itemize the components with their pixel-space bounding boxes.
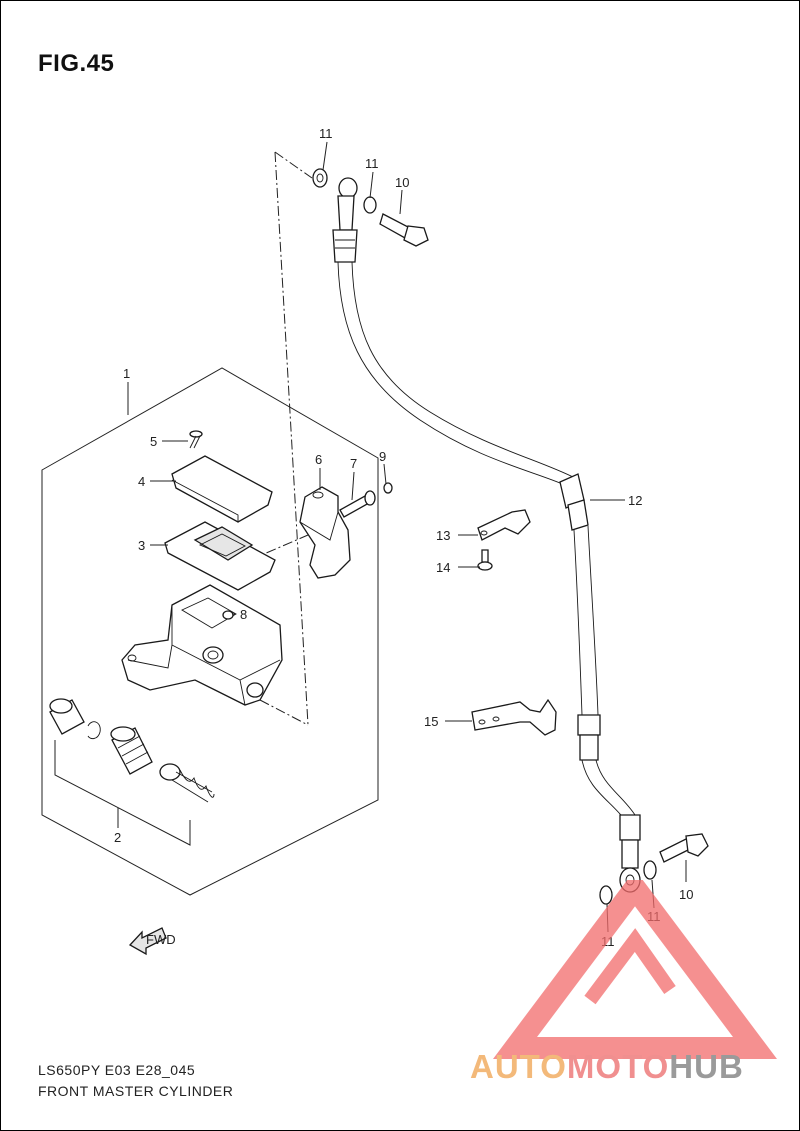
callout-9: 9 bbox=[379, 449, 386, 464]
part-nut-9 bbox=[383, 482, 393, 494]
part-brake-hose-12 bbox=[337, 261, 641, 893]
part-screw-8 bbox=[222, 610, 234, 620]
callout-8: 8 bbox=[240, 607, 247, 622]
guide-line-top bbox=[274, 151, 313, 179]
part-upper-banjo bbox=[312, 168, 429, 263]
callout-5: 5 bbox=[150, 434, 157, 449]
guide-line-vertical bbox=[274, 151, 309, 726]
figure-name: FRONT MASTER CYLINDER bbox=[38, 1083, 234, 1099]
part-master-cylinder-body bbox=[121, 584, 283, 706]
guide-line-base bbox=[259, 699, 309, 726]
callout-3: 3 bbox=[138, 538, 145, 553]
callout-15: 15 bbox=[424, 714, 438, 729]
callout-1: 1 bbox=[123, 366, 130, 381]
part-lower-banjo-bolt bbox=[599, 833, 709, 905]
figure-title: FIG.45 bbox=[38, 50, 115, 77]
bracket-part-2 bbox=[54, 740, 191, 846]
fwd-label: FWD bbox=[146, 932, 176, 947]
callout-13: 13 bbox=[436, 528, 450, 543]
part-piston-kit-2 bbox=[49, 698, 215, 803]
part-screw-5 bbox=[189, 430, 203, 449]
watermark-wordmark: AUTOMOTOHUB bbox=[470, 1048, 744, 1086]
callout-6: 6 bbox=[315, 452, 322, 467]
part-diaphragm-3 bbox=[164, 521, 276, 591]
guide-line-clamp bbox=[249, 534, 309, 561]
part-bolt-14 bbox=[477, 549, 493, 571]
part-bracket-15 bbox=[471, 698, 557, 736]
callout-7: 7 bbox=[350, 456, 357, 471]
callout-2: 2 bbox=[114, 830, 121, 845]
fwd-direction-marker: FWD bbox=[128, 927, 176, 956]
watermark-moto: MOTO bbox=[566, 1048, 670, 1085]
assembly-outline bbox=[41, 367, 379, 896]
watermark-logo bbox=[493, 880, 777, 1059]
watermark-auto: AUTO bbox=[470, 1048, 567, 1085]
model-code: LS650PY E03 E28_045 bbox=[38, 1062, 196, 1078]
part-reservoir-cap-4 bbox=[171, 455, 273, 523]
callout-10-upper: 10 bbox=[395, 175, 409, 190]
part-clamp-6 bbox=[299, 486, 351, 579]
part-hose-clamp-13 bbox=[477, 509, 531, 541]
callout-11-a: 11 bbox=[319, 126, 333, 141]
callout-14: 14 bbox=[436, 560, 450, 575]
watermark-hub: HUB bbox=[669, 1048, 744, 1085]
callout-11-b: 11 bbox=[365, 156, 379, 171]
callout-10-lower: 10 bbox=[679, 887, 693, 902]
callout-12: 12 bbox=[628, 493, 642, 508]
callout-4: 4 bbox=[138, 474, 145, 489]
part-bolt-7 bbox=[339, 490, 376, 518]
